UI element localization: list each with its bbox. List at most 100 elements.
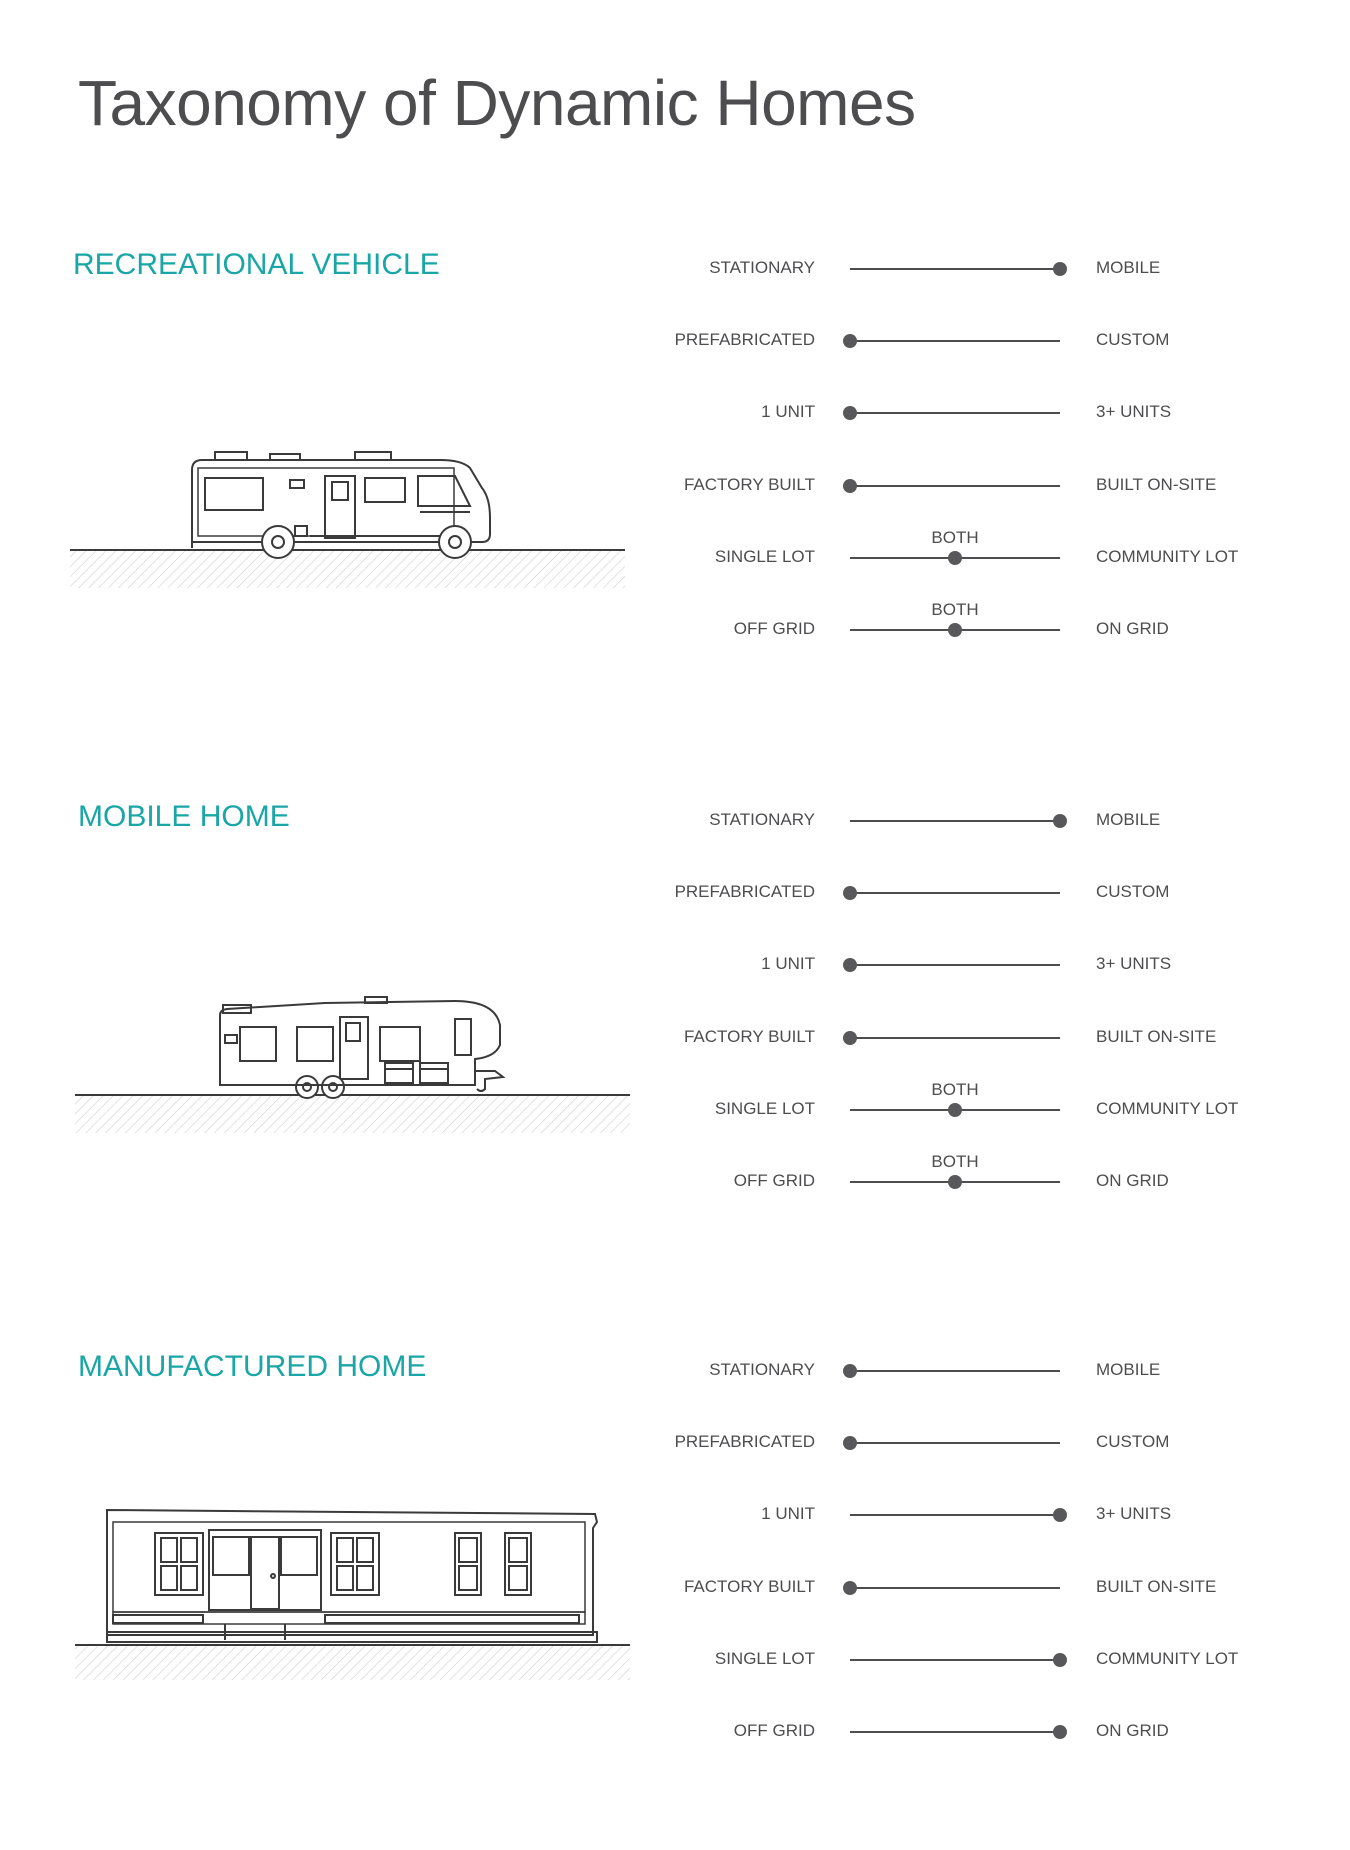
- scale-right-label: 3+ UNITS: [1096, 954, 1172, 973]
- scale-marker-label: BOTH: [931, 1152, 979, 1171]
- scale-right-label: COMMUNITY LOT: [1096, 547, 1239, 566]
- scale-marker-label: BOTH: [931, 600, 979, 619]
- scale-track: [843, 886, 1060, 900]
- scale-marker: [843, 958, 857, 972]
- scale-left-label: STATIONARY: [709, 258, 815, 277]
- scale-track: [843, 479, 1060, 493]
- scale-marker: [948, 1175, 962, 1189]
- manufactured-house-icon: [75, 1500, 635, 1740]
- scale-marker: [843, 1031, 857, 1045]
- section-title: RECREATIONAL VEHICLE: [73, 248, 440, 281]
- scale-left-label: PREFABRICATED: [674, 882, 815, 901]
- scale-left-label: STATIONARY: [709, 810, 815, 829]
- scale-row: OFF GRID BOTH ON GRID: [0, 1152, 1350, 1201]
- scale-left-label: 1 UNIT: [761, 1504, 815, 1523]
- scale-left-label: FACTORY BUILT: [683, 1577, 815, 1596]
- scale-row: 1 UNIT 3+ UNITS: [0, 954, 1350, 984]
- scale-track: [843, 334, 1060, 348]
- scale-marker: [1053, 814, 1067, 828]
- section-title: MOBILE HOME: [78, 800, 290, 833]
- scale-marker: [1053, 1508, 1067, 1522]
- scale-right-label: COMMUNITY LOT: [1096, 1649, 1239, 1668]
- scale-track: [843, 958, 1060, 972]
- scale-row: STATIONARY MOBILE: [0, 1360, 1350, 1390]
- scale-track: BOTH: [850, 600, 1060, 637]
- scale-row: PREFABRICATED CUSTOM: [0, 882, 1350, 912]
- scale-row: STATIONARY MOBILE: [0, 810, 1350, 840]
- scale-row: SINGLE LOT BOTH COMMUNITY LOT: [0, 1080, 1350, 1129]
- scale-track: [843, 1581, 1060, 1595]
- scale-right-label: MOBILE: [1096, 810, 1161, 829]
- scale-row: SINGLE LOT BOTH COMMUNITY LOT: [0, 528, 1350, 577]
- scale-left-label: PREFABRICATED: [674, 330, 815, 349]
- section-recreational-vehicle: RECREATIONAL VEHICLE: [0, 248, 1350, 748]
- scale-track: [843, 1364, 1060, 1378]
- scale-marker: [948, 1103, 962, 1117]
- scale-right-label: MOBILE: [1096, 1360, 1161, 1379]
- scale-marker-label: BOTH: [931, 1080, 979, 1099]
- scale-right-label: ON GRID: [1096, 619, 1169, 638]
- scale-right-label: BUILT ON-SITE: [1096, 1027, 1217, 1046]
- scale-row: 1 UNIT 3+ UNITS: [0, 1504, 1350, 1534]
- scale-track: [850, 1508, 1067, 1522]
- scale-marker: [948, 551, 962, 565]
- scale-marker: [948, 623, 962, 637]
- page-title: Taxonomy of Dynamic Homes: [78, 67, 916, 139]
- scale-left-label: FACTORY BUILT: [683, 1027, 815, 1046]
- scale-marker: [843, 1581, 857, 1595]
- scale-left-label: OFF GRID: [733, 1721, 815, 1740]
- scale-track: BOTH: [850, 1152, 1060, 1189]
- scale-row: OFF GRID BOTH ON GRID: [0, 600, 1350, 649]
- scale-marker: [1053, 262, 1067, 276]
- scale-row: PREFABRICATED CUSTOM: [0, 1432, 1350, 1462]
- scale-row: FACTORY BUILT BUILT ON-SITE: [0, 1577, 1350, 1607]
- scale-marker: [843, 334, 857, 348]
- scale-marker: [843, 406, 857, 420]
- scale-left-label: FACTORY BUILT: [683, 475, 815, 494]
- scale-marker: [843, 886, 857, 900]
- section-manufactured-home: MANUFACTURED HOME: [0, 1350, 1350, 1850]
- scale-right-label: BUILT ON-SITE: [1096, 1577, 1217, 1596]
- scale-right-label: COMMUNITY LOT: [1096, 1099, 1239, 1118]
- scale-right-label: CUSTOM: [1096, 882, 1170, 901]
- scale-right-label: 3+ UNITS: [1096, 1504, 1172, 1523]
- scale-marker: [1053, 1653, 1067, 1667]
- scale-row: STATIONARY MOBILE: [0, 258, 1350, 288]
- scale-row: FACTORY BUILT BUILT ON-SITE: [0, 475, 1350, 505]
- scale-left-label: OFF GRID: [733, 619, 815, 638]
- rv-motorhome-icon: [70, 418, 630, 658]
- scale-track: [850, 1653, 1067, 1667]
- scale-left-label: SINGLE LOT: [714, 1099, 815, 1118]
- scale-track: [850, 262, 1067, 276]
- scale-left-label: STATIONARY: [709, 1360, 815, 1379]
- scale-row: OFF GRID ON GRID: [0, 1721, 1350, 1751]
- scale-track: BOTH: [850, 528, 1060, 565]
- scale-right-label: ON GRID: [1096, 1171, 1169, 1190]
- scale-right-label: BUILT ON-SITE: [1096, 475, 1217, 494]
- scale-row: 1 UNIT 3+ UNITS: [0, 402, 1350, 432]
- scale-marker: [843, 1436, 857, 1450]
- scale-row: PREFABRICATED CUSTOM: [0, 330, 1350, 360]
- scale-left-label: SINGLE LOT: [714, 1649, 815, 1668]
- scale-track: [850, 814, 1067, 828]
- scale-row: FACTORY BUILT BUILT ON-SITE: [0, 1027, 1350, 1057]
- scale-left-label: SINGLE LOT: [714, 547, 815, 566]
- scale-left-label: OFF GRID: [733, 1171, 815, 1190]
- scale-right-label: CUSTOM: [1096, 1432, 1170, 1451]
- scale-row: SINGLE LOT COMMUNITY LOT: [0, 1649, 1350, 1679]
- scale-track: [843, 1031, 1060, 1045]
- scale-marker: [843, 1364, 857, 1378]
- scale-marker: [843, 479, 857, 493]
- scale-right-label: CUSTOM: [1096, 330, 1170, 349]
- section-title: MANUFACTURED HOME: [78, 1350, 427, 1383]
- scale-track: BOTH: [850, 1080, 1060, 1117]
- scale-track: [843, 406, 1060, 420]
- scale-right-label: ON GRID: [1096, 1721, 1169, 1740]
- scale-right-label: 3+ UNITS: [1096, 402, 1172, 421]
- scale-left-label: PREFABRICATED: [674, 1432, 815, 1451]
- scale-marker: [1053, 1725, 1067, 1739]
- scale-left-label: 1 UNIT: [761, 402, 815, 421]
- scale-right-label: MOBILE: [1096, 258, 1161, 277]
- scale-track: [850, 1725, 1067, 1739]
- scale-left-label: 1 UNIT: [761, 954, 815, 973]
